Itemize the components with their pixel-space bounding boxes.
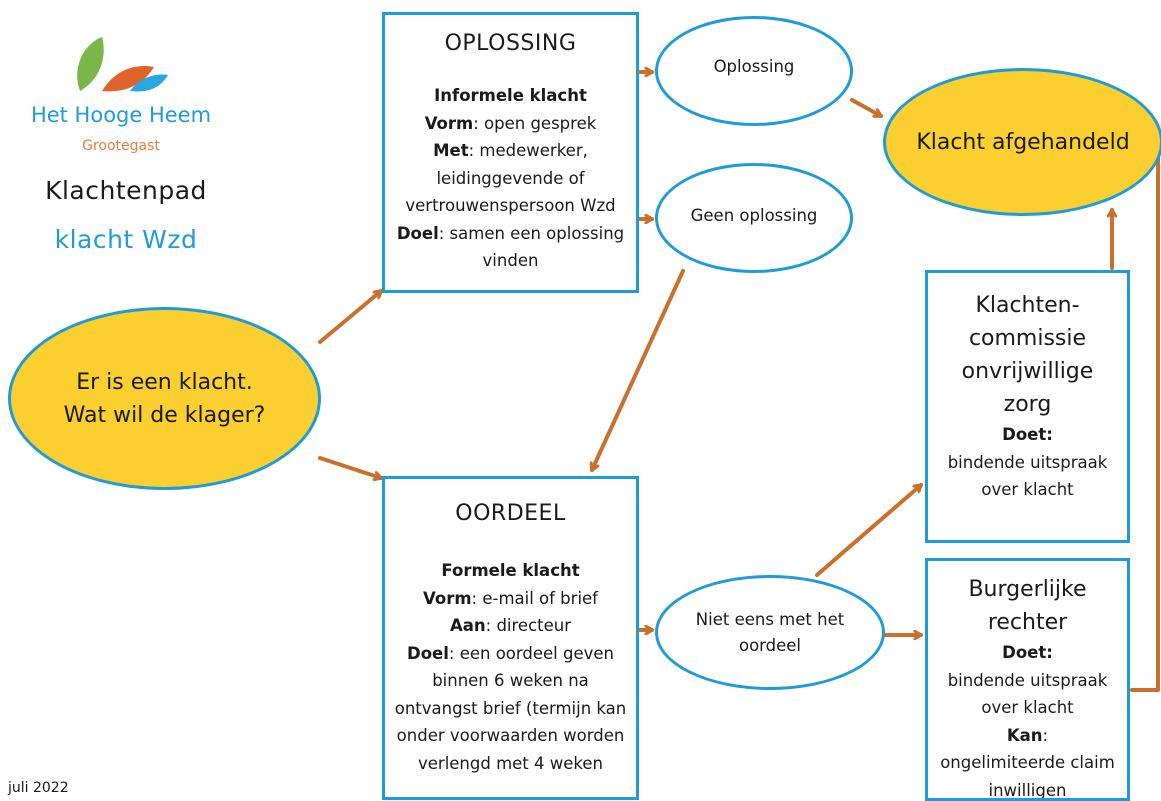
- rechter-kan: Kan:: [1006, 725, 1049, 745]
- arrow-oplossing-to-afgehandeld: [850, 98, 883, 118]
- rechter-kan-line1: ongelimiteerde claim: [940, 753, 1115, 772]
- arrow-rechter-to-afgehandeld: [1130, 151, 1160, 692]
- commissie-line4: zorg: [1003, 392, 1052, 417]
- commissie-line3: onvrijwillige: [961, 359, 1094, 384]
- geen-oplossing-node: Geen oplossing: [655, 163, 853, 273]
- niet-eens-line2: oordeel: [738, 635, 802, 655]
- oplossing-met: Met: medewerker,: [433, 141, 588, 160]
- oordeel-vorm: Vorm: e-mail of brief: [422, 588, 598, 608]
- logo-leaves-icon: [77, 37, 168, 92]
- page-subtitle: klacht Wzd: [54, 225, 198, 254]
- commissie-doet-label: Doet:: [1002, 425, 1053, 444]
- oplossing-met-line2: leidinggevende of: [436, 168, 585, 188]
- arrow-niet-eens-to-commissie: [815, 483, 923, 577]
- commissie-doet-line2: over klacht: [981, 480, 1074, 499]
- commissie-line2: commissie: [968, 326, 1087, 351]
- geen-oplossing-node-label: Geen oplossing: [690, 206, 818, 225]
- logo-name: Het Hooge Heem: [30, 103, 212, 127]
- oplossing-box: OPLOSSING Informele klacht Vorm: open ge…: [382, 12, 639, 293]
- commissie-box: Klachten- commissie onvrijwillige zorg D…: [925, 270, 1130, 543]
- footer-date: juli 2022: [8, 780, 69, 796]
- oordeel-aan: Aan: directeur: [449, 616, 572, 635]
- arrow-start-to-oplossing: [318, 289, 383, 344]
- oordeel-doel-line4: onder voorwaarden worden: [396, 726, 625, 745]
- start-line2: Wat wil de klager?: [63, 402, 266, 428]
- oordeel-doel-line5: verlengd met 4 weken: [418, 753, 603, 773]
- logo-place: Grootegast: [82, 138, 160, 154]
- oordeel-doel: Doel: een oordeel geven: [407, 643, 614, 663]
- oordeel-title: OORDEEL: [455, 501, 566, 526]
- rechter-doet-label: Doet:: [1002, 643, 1053, 662]
- oplossing-doel-line2: vinden: [482, 251, 539, 270]
- oplossing-node-label: Oplossing: [713, 57, 795, 76]
- afgehandeld-label: Klacht afgehandeld: [916, 129, 1130, 155]
- rechter-line1: Burgerlijke: [968, 577, 1087, 602]
- oplossing-met-line3: vertrouwenspersoon Wzd: [405, 196, 616, 215]
- oplossing-title: OPLOSSING: [444, 31, 577, 56]
- page-title: Klachtenpad: [45, 176, 207, 205]
- rechter-line2: rechter: [987, 610, 1068, 635]
- oordeel-box: OORDEEL Formele klacht Vorm: e-mail of b…: [382, 476, 639, 800]
- afgehandeld-node: Klacht afgehandeld: [883, 68, 1161, 216]
- oplossing-vorm: Vorm: open gesprek: [424, 113, 597, 133]
- arrow-start-to-oordeel: [318, 456, 383, 478]
- oordeel-doel-line3: ontvangst brief (termijn kan: [394, 698, 627, 718]
- commissie-doet-line1: bindende uitspraak: [947, 452, 1108, 472]
- rechter-doet-line1: bindende uitspraak: [947, 670, 1108, 690]
- commissie-line1: Klachten-: [975, 293, 1080, 318]
- oordeel-subtitle: Formele klacht: [441, 561, 580, 580]
- niet-eens-line1: Niet eens met het: [695, 609, 845, 629]
- arrow-geen-oplossing-to-oordeel: [592, 269, 685, 472]
- oplossing-doel: Doel: samen een oplossing: [396, 223, 625, 243]
- start-line1: Er is een klacht.: [76, 369, 253, 395]
- rechter-box: Burgerlijke rechter Doet: bindende uitsp…: [925, 558, 1130, 801]
- oordeel-doel-line2: binnen 6 weken na: [432, 671, 589, 690]
- rechter-doet-line2: over klacht: [981, 698, 1074, 717]
- oplossing-node: Oplossing: [655, 16, 853, 126]
- start-node: Er is een klacht. Wat wil de klager?: [8, 307, 321, 490]
- oplossing-subtitle: Informele klacht: [434, 86, 587, 105]
- niet-eens-node: Niet eens met het oordeel: [655, 575, 885, 690]
- rechter-kan-line2: inwilligen: [988, 780, 1067, 800]
